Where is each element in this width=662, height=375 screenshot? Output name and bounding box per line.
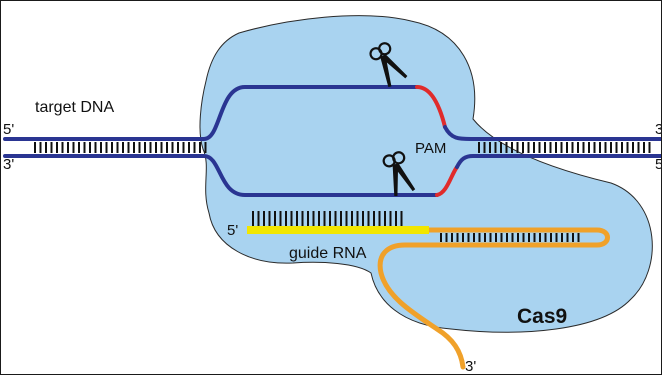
five-prime-top-left: 5' xyxy=(3,121,14,138)
dna-top-strand-left xyxy=(3,85,419,141)
cas9-label: Cas9 xyxy=(517,305,567,328)
pam-label: PAM xyxy=(415,140,446,157)
five-prime-bottom-right: 5' xyxy=(655,156,661,173)
scissors-icon xyxy=(382,151,416,197)
rna-three-prime: 3' xyxy=(465,358,476,374)
scissors-icon xyxy=(369,42,408,88)
three-prime-top-right: 3' xyxy=(655,121,661,138)
guide-rna-label: guide RNA xyxy=(289,245,367,262)
dna-bottom-strand-right xyxy=(455,154,661,169)
three-prime-bottom-left: 3' xyxy=(3,156,14,173)
guide-rna-target-basepairs xyxy=(252,211,403,226)
pam-bottom xyxy=(435,165,459,197)
target-dna-label: target DNA xyxy=(35,99,114,116)
pam-top xyxy=(415,85,447,129)
dna-basepairs-right xyxy=(478,142,651,153)
dna-basepairs-left xyxy=(34,142,207,153)
dna-bottom-strand-left xyxy=(3,154,439,197)
guide-rna-five-prime: 5' xyxy=(227,222,238,239)
dna-top-strand-right xyxy=(443,125,661,141)
cas9-protein xyxy=(199,15,653,333)
guide-rna-tail xyxy=(377,227,610,370)
guide-rna-scaffold-basepairs xyxy=(440,233,580,242)
